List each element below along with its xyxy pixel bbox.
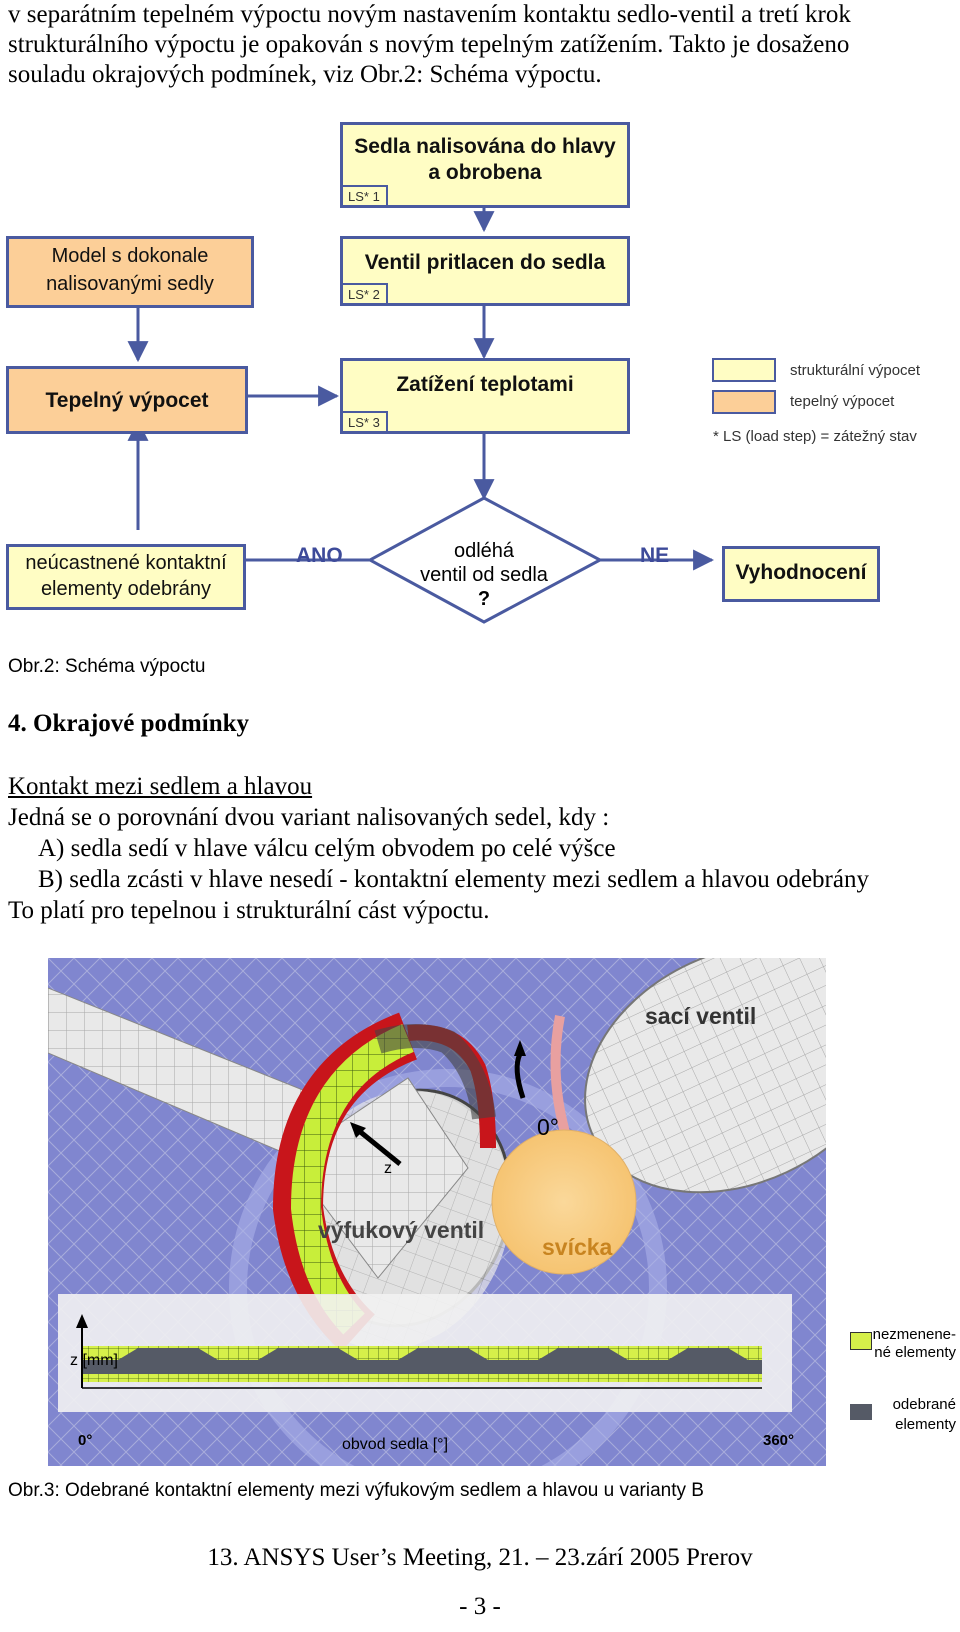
legend-swatch-tepelny [712,390,776,414]
label-z-mm: z [mm] [70,1352,118,1369]
flow-box-model: Model s dokonale nalisovanými sedly [6,236,254,308]
ano-label: ANO [296,544,343,567]
flow-box-model-line2: nalisovanými sedly [46,273,214,295]
section-item-a: A) sedla sedí v hlave válcu celým obvode… [38,835,616,862]
label-obvod: obvod sedla [°] [342,1436,449,1453]
section-heading: 4. Okrajové podmínky [8,710,250,737]
legend-swatch-odebrane [850,1404,872,1420]
footer-meeting: 13. ANSYS User’s Meeting, 21. – 23.zárí … [207,1544,753,1571]
intro-line-2: strukturálního výpoctu je opakován s nov… [8,31,850,58]
page-number: - 3 - [459,1593,501,1620]
flow-box-neucastnene-line2: elementy odebrány [40,578,212,600]
flow-box-sedla-line2: a obrobena [428,161,542,184]
label-z-axis: z [384,1160,392,1177]
intro-line-3: souladu okrajových podmínek, viz Obr.2: … [8,61,602,88]
flow-box-tepelny: Tepelný výpocet [6,366,248,434]
flow-box-model-line1: Model s dokonale [51,245,209,267]
diamond-question: ? [477,588,491,610]
flow-box-ventil-label: Ventil pritlacen do sedla [364,251,606,274]
flow-box-tepelny-label: Tepelný výpocet [45,389,209,412]
legend-swatch-nezmenene [850,1332,872,1350]
flowchart-connectors [127,208,715,624]
label-svicka: svícka [542,1234,613,1260]
legend-label-tepelny: tepelný výpocet [790,393,895,410]
flow-box-vyhodnoceni: Vyhodnocení [722,546,880,602]
legend-note: * LS (load step) = zátežný stav [713,428,917,445]
legend-odebrane-line2: elementy [895,1416,956,1433]
ls1-tag: LS* 1 [340,185,388,208]
ls3-tag: LS* 3 [340,411,388,434]
section-subheading: Kontakt mezi sedlem a hlavou [8,773,313,800]
legend-nezmenene-line1: nezmenene- [872,1326,956,1343]
flow-box-neucastnene: neúcastnené kontaktní elementy odebrány [6,544,246,610]
flow-box-zatizeni: Zatížení teplotami [340,358,630,434]
legend-odebrane-line1: odebrané [892,1396,956,1413]
ls2-tag: LS* 2 [340,283,388,306]
label-vyfukovy-ventil: výfukový ventil [318,1217,485,1243]
legend-nezmenene-line2: né elementy [874,1344,956,1361]
flow-box-sedla-line1: Sedla nalisována do hlavy [354,135,616,158]
diamond-line2: ventil od sedla [420,564,548,586]
figure2-caption: Obr.2: Schéma výpoctu [8,656,206,677]
ne-label: NE [640,544,670,567]
legend-swatch-strukturalni [712,358,776,382]
intro-line-1: v separátním tepelném výpoctu novým nast… [8,1,851,28]
diamond-line1: odléhá [453,540,515,562]
label-360: 360° [763,1432,795,1449]
legend-label-strukturalni: strukturální výpocet [790,362,921,379]
section-item-b: B) sedla zcásti v hlave nesedí - kontakt… [38,866,869,893]
flow-box-vyhodnoceni-label: Vyhodnocení [735,561,867,584]
flow-box-zatizeni-label: Zatížení teplotami [396,373,574,396]
label-zero-top: 0° [537,1114,559,1140]
label-saci-ventil: sací ventil [645,1003,757,1029]
label-zero-bottom: 0° [78,1432,93,1449]
section-line-1: Jedná se o porovnání dvou variant naliso… [8,804,610,831]
flow-box-ventil: Ventil pritlacen do sedla [340,236,630,306]
fem-model-figure [48,958,826,1466]
flow-box-neucastnene-line1: neúcastnené kontaktní [25,552,227,574]
figure3-caption: Obr.3: Odebrané kontaktní elementy mezi … [8,1480,704,1501]
section-line-2: To platí pro tepelnou i strukturální cás… [8,897,490,924]
flow-box-sedla-nalisovana: Sedla nalisována do hlavy a obrobena [340,122,630,208]
